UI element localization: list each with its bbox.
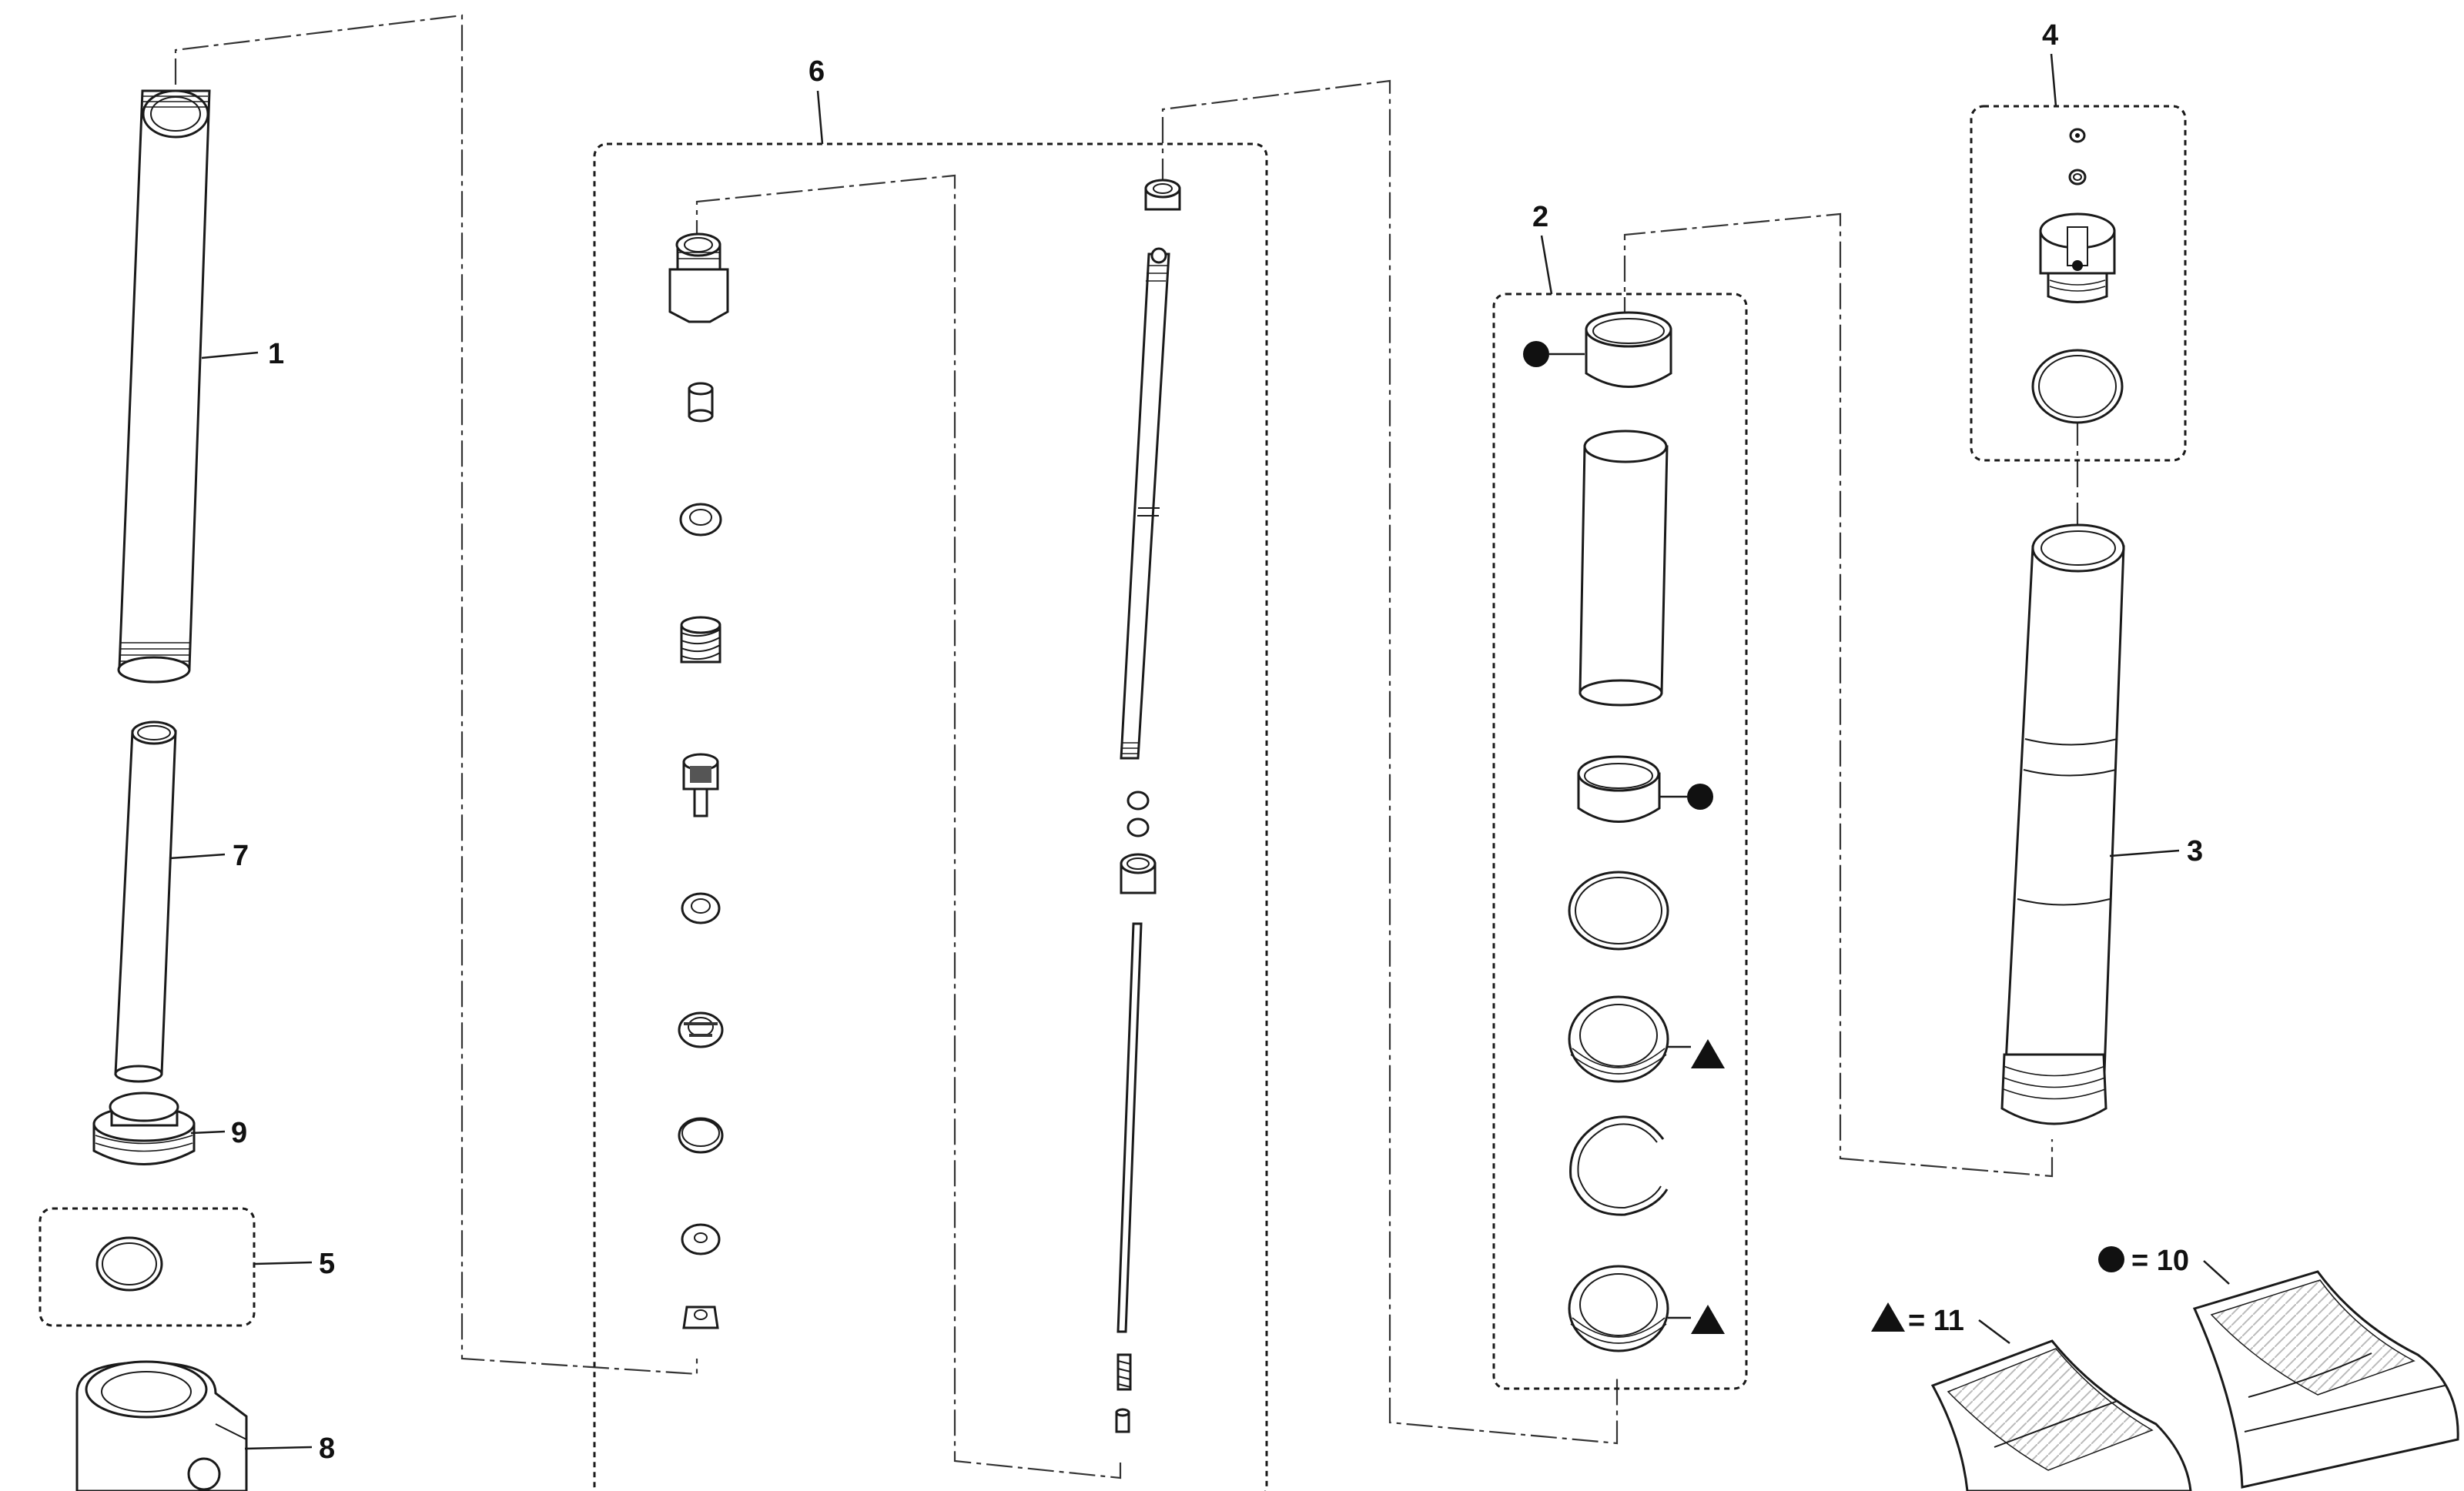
part-6-piston	[678, 1011, 724, 1048]
triangle-marker-a-shape	[1691, 1039, 1725, 1068]
callout-8: 8	[319, 1432, 335, 1465]
part-6-ring	[678, 1117, 724, 1154]
part-6-washer-a	[679, 503, 722, 537]
part-8-clamp	[75, 1360, 248, 1491]
part-3-stanchion	[2000, 523, 2125, 1125]
part-6-needle-rod	[1116, 922, 1143, 1333]
part-1-long-tube	[117, 89, 211, 684]
group-box-4	[1970, 105, 2187, 462]
part-6-damper-shaft	[1120, 247, 1170, 760]
seal-ring	[1568, 871, 1669, 951]
legend-circle: = 10	[2098, 1245, 2230, 1285]
legend-triangle-marker	[1871, 1302, 1905, 1332]
group-box-5	[38, 1207, 256, 1327]
seal-snap-ring	[1569, 1115, 1669, 1216]
part-6-top-fitting	[668, 232, 729, 323]
legend-circle-marker	[2098, 1246, 2124, 1272]
leader-8	[244, 1446, 313, 1450]
leader-7	[169, 853, 226, 860]
leader-2	[1540, 235, 1553, 295]
legend-triangle: = 11	[1871, 1302, 2010, 1344]
seal-wiper-b	[1568, 1265, 1669, 1352]
callout-1: 1	[268, 338, 284, 370]
circle-marker-bottom	[1687, 784, 1713, 810]
part-6-small-spring	[1116, 1353, 1132, 1391]
callout-7: 7	[233, 840, 249, 872]
seal-wiper-a	[1568, 995, 1669, 1083]
leader-1	[201, 351, 259, 359]
part-5-o-ring	[95, 1236, 163, 1292]
part-6-washer-c	[681, 1223, 721, 1255]
leader-5	[253, 1261, 313, 1265]
leader-4	[2050, 53, 2057, 107]
part-6-washer-b	[681, 892, 721, 924]
legend-triangle-leader	[1978, 1319, 2010, 1344]
callout-5: 5	[319, 1248, 335, 1280]
part-6-shaft-bushing	[1120, 853, 1157, 894]
part-7-inner-tube	[114, 720, 177, 1083]
callout-9: 9	[231, 1117, 247, 1149]
top-cap-o-ring	[2031, 349, 2124, 424]
callout-6: 6	[808, 55, 825, 88]
alignment-line-tube-1	[174, 14, 698, 1376]
part-6-shaft-cap	[1144, 179, 1181, 211]
legend-triangle-label: = 11	[1908, 1305, 1964, 1337]
leader-9	[190, 1130, 226, 1135]
part-6-valve	[682, 753, 719, 817]
triangle-marker-b	[1691, 1305, 1725, 1334]
leader-3	[2109, 849, 2180, 857]
group-box-2	[1492, 293, 1748, 1390]
callout-4: 4	[2042, 19, 2058, 52]
leader-6	[816, 90, 824, 145]
group-box-6	[593, 142, 1268, 1491]
callout-2: 2	[1532, 201, 1548, 233]
seal-bushing-bottom	[1577, 755, 1661, 823]
seal-sleeve	[1578, 430, 1669, 707]
alignment-line-cartridge-right	[1161, 79, 1619, 1445]
bag-10	[2192, 1270, 2459, 1489]
legend-circle-label: = 10	[2131, 1245, 2189, 1277]
part-6-spring	[680, 616, 721, 664]
legend-circle-leader	[2203, 1260, 2230, 1285]
part-6-needle-tip	[1115, 1408, 1130, 1433]
top-cap-small-screw-a	[2069, 128, 2086, 143]
circle-marker-top	[1523, 341, 1549, 367]
part-6-small-o-rings	[1127, 791, 1150, 837]
top-cap-small-screw-b	[2068, 169, 2087, 186]
part-9-nut	[92, 1092, 196, 1165]
alignment-line-seal-kit	[1623, 212, 2054, 1178]
alignment-line-cartridge-left	[695, 174, 1122, 1479]
top-cap	[2039, 212, 2116, 303]
bag-11	[1930, 1339, 2192, 1491]
callout-3: 3	[2187, 835, 2203, 868]
seal-bushing-top	[1585, 311, 1672, 388]
part-6-small-bushing	[688, 382, 714, 423]
part-6-lock-nut	[682, 1305, 719, 1329]
